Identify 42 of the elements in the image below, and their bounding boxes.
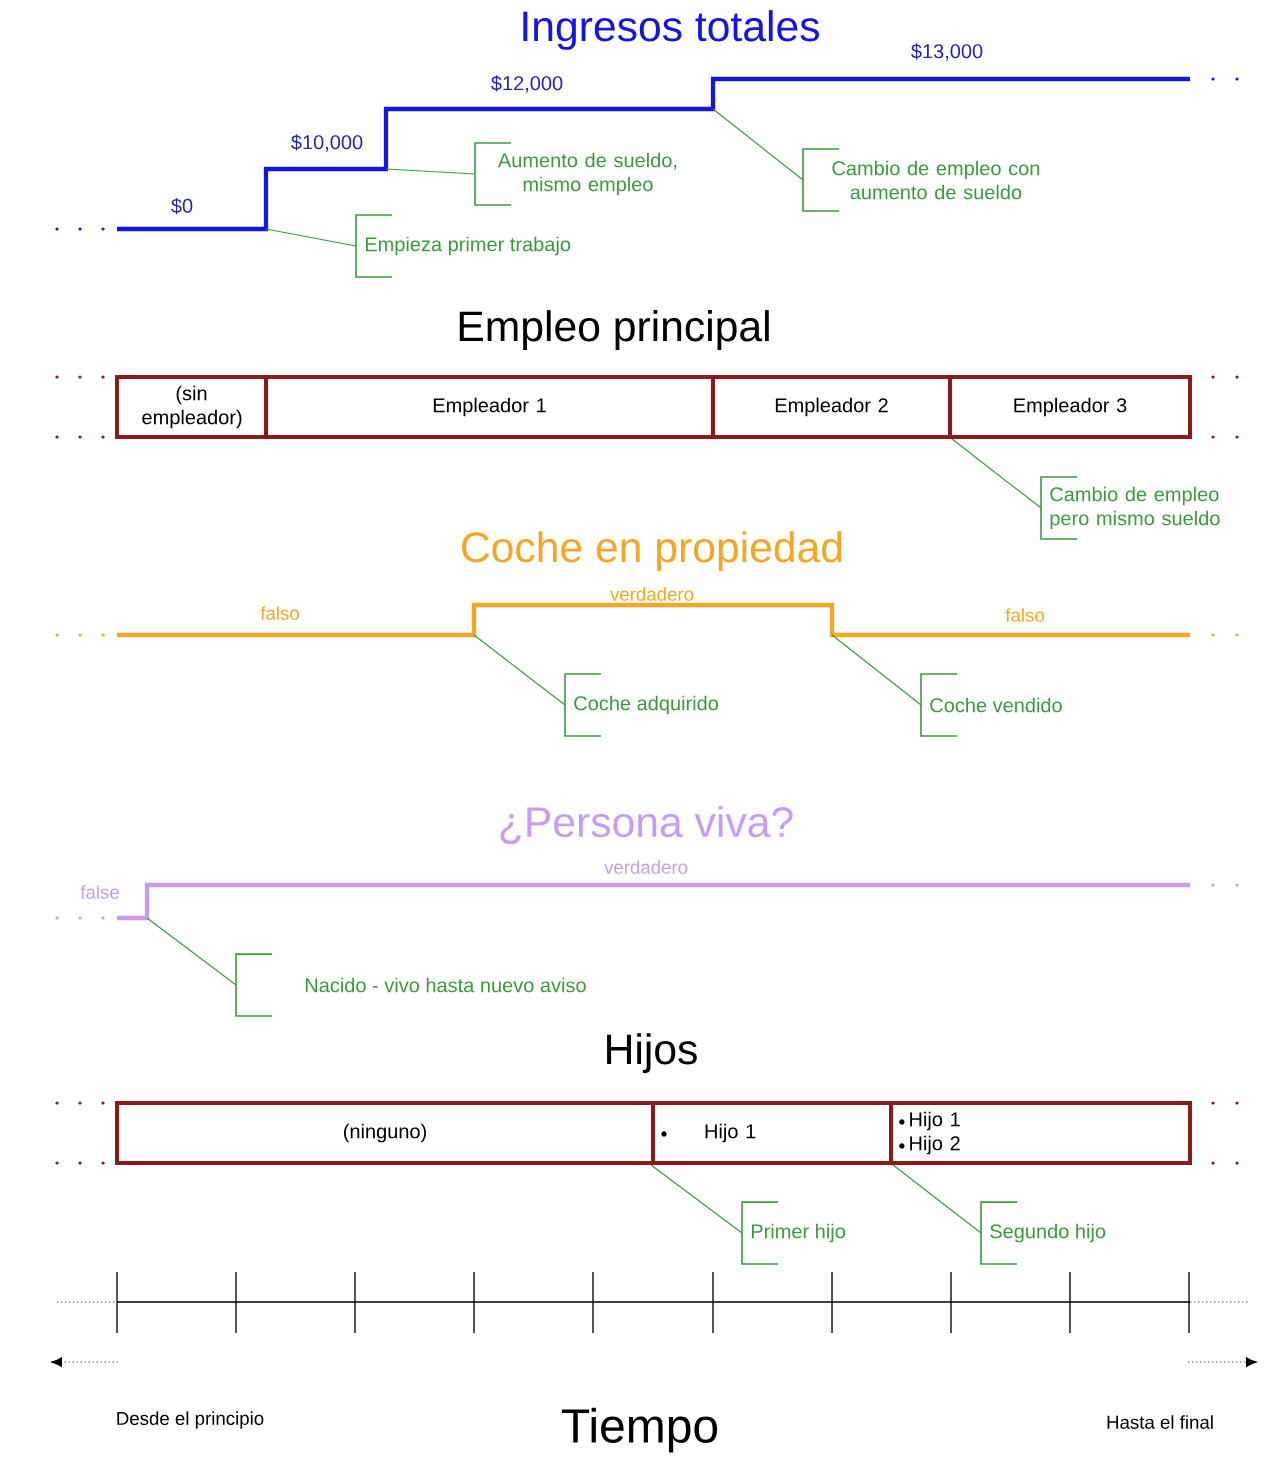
value-label: Hasta el final xyxy=(1107,1415,1213,1429)
value-label: $10,000 xyxy=(291,134,363,152)
value-label: Desde el principio xyxy=(117,1411,264,1429)
band-cell: Empleador 1 xyxy=(264,375,715,439)
callout: Segundo hijo xyxy=(980,1201,1106,1265)
callout: Coche vendido xyxy=(920,673,1062,737)
value-label: $12,000 xyxy=(491,75,563,93)
callout: Nacido - vivo hasta nuevo aviso xyxy=(235,953,586,1017)
band-cell: (sin empleador) xyxy=(114,375,269,439)
leader-line xyxy=(951,438,1042,509)
band-cell: Empleador 2 xyxy=(711,375,953,439)
value-label: verdadero xyxy=(610,587,694,601)
callout: Primer hijo xyxy=(741,1201,845,1265)
callout: Coche adquirido xyxy=(564,673,719,737)
band-cell: (ninguno) xyxy=(115,1101,655,1165)
leader-line xyxy=(712,108,804,181)
section-heading: Coche en propiedad xyxy=(462,531,842,571)
leader-line xyxy=(473,634,566,706)
section-heading: Empleo principal xyxy=(459,310,769,350)
value-label: falso xyxy=(260,606,299,620)
leader-line xyxy=(265,228,357,247)
section-heading: ¿Persona viva? xyxy=(500,805,793,845)
section-heading: Ingresos totales xyxy=(523,10,819,50)
leader-line xyxy=(385,168,476,175)
band-cell: Empleador 3 xyxy=(948,375,1192,439)
value-label: verdadero xyxy=(604,860,688,874)
value-label: $13,000 xyxy=(911,43,983,61)
leader-line xyxy=(831,634,922,706)
section-heading: Hijos xyxy=(607,1033,697,1073)
leader-line xyxy=(892,1164,982,1234)
leader-line xyxy=(146,917,237,986)
value-label: $0 xyxy=(171,197,193,215)
section-heading: Tiempo xyxy=(561,1407,718,1453)
band-cell: Hijo 1 xyxy=(651,1101,893,1165)
callout: Aumento de sueldo, mismo empleo xyxy=(474,142,677,206)
leader-line xyxy=(650,1164,743,1234)
callout: Empieza primer trabajo xyxy=(355,214,571,278)
callout: Cambio de empleo con aumento de sueldo xyxy=(802,148,1040,212)
band-cell: Hijo 1 Hijo 2 xyxy=(889,1101,1192,1165)
callout: Cambio de empleo pero mismo sueldo xyxy=(1040,476,1220,540)
value-label: false xyxy=(80,885,119,899)
value-label: falso xyxy=(1005,608,1044,622)
